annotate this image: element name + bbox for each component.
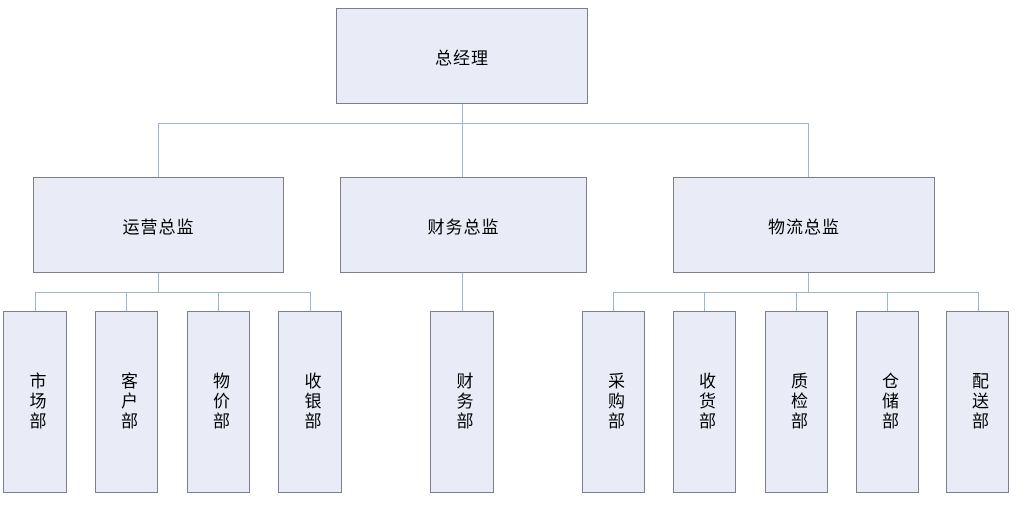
connector-drop-delivery (978, 292, 979, 311)
org-node-label: 收货部 (695, 372, 715, 432)
connector-drop-quality (796, 292, 797, 311)
org-node-finance-director[interactable]: 财务总监 (340, 177, 587, 273)
org-node-logistics-director[interactable]: 物流总监 (673, 177, 935, 273)
org-node-label: 总经理 (435, 48, 489, 69)
org-node-warehouse-dept[interactable]: 仓储部 (856, 311, 919, 493)
org-node-label: 配送部 (968, 372, 988, 432)
org-node-label: 物价部 (209, 372, 229, 432)
org-node-label: 质检部 (787, 372, 807, 432)
org-node-label: 采购部 (604, 372, 624, 432)
org-node-label: 运营总监 (122, 217, 195, 238)
connector-drop-warehouse (887, 292, 888, 311)
org-node-label: 物流总监 (768, 217, 840, 238)
org-node-delivery-dept[interactable]: 配送部 (946, 311, 1009, 493)
org-node-quality-dept[interactable]: 质检部 (765, 311, 828, 493)
org-node-label: 仓储部 (878, 372, 898, 432)
connector-logistics-bus (613, 292, 978, 293)
org-node-label: 收银部 (300, 372, 321, 432)
org-node-cashier-dept[interactable]: 收银部 (278, 311, 342, 493)
org-node-customer-dept[interactable]: 客户部 (95, 311, 158, 493)
connector-drop-customer (126, 292, 127, 311)
connector-drop-operations (158, 123, 159, 177)
connector-root-stem (462, 104, 463, 124)
connector-drop-logistics (808, 123, 809, 177)
org-node-marketing-dept[interactable]: 市场部 (3, 311, 67, 493)
org-node-purchasing-dept[interactable]: 采购部 (582, 311, 645, 493)
org-node-receiving-dept[interactable]: 收货部 (673, 311, 736, 493)
connector-drop-purchasing (613, 292, 614, 311)
connector-drop-pricing (218, 292, 219, 311)
connector-operations-stem (158, 273, 159, 292)
org-node-general-manager[interactable]: 总经理 (336, 8, 588, 104)
org-node-label: 财务部 (452, 372, 473, 432)
org-node-finance-dept[interactable]: 财务部 (430, 311, 494, 493)
connector-drop-receiving (704, 292, 705, 311)
connector-root-bus (158, 123, 809, 124)
connector-drop-finance (462, 123, 463, 177)
connector-operations-bus (35, 292, 310, 293)
org-node-label: 客户部 (117, 372, 137, 432)
org-node-pricing-dept[interactable]: 物价部 (187, 311, 250, 493)
org-node-operations-director[interactable]: 运营总监 (33, 177, 284, 273)
org-node-label: 市场部 (25, 372, 46, 432)
connector-finance-stem (462, 273, 463, 311)
org-node-label: 财务总监 (427, 217, 500, 238)
connector-drop-marketing (35, 292, 36, 311)
connector-drop-cashier (310, 292, 311, 311)
connector-logistics-stem (808, 273, 809, 292)
